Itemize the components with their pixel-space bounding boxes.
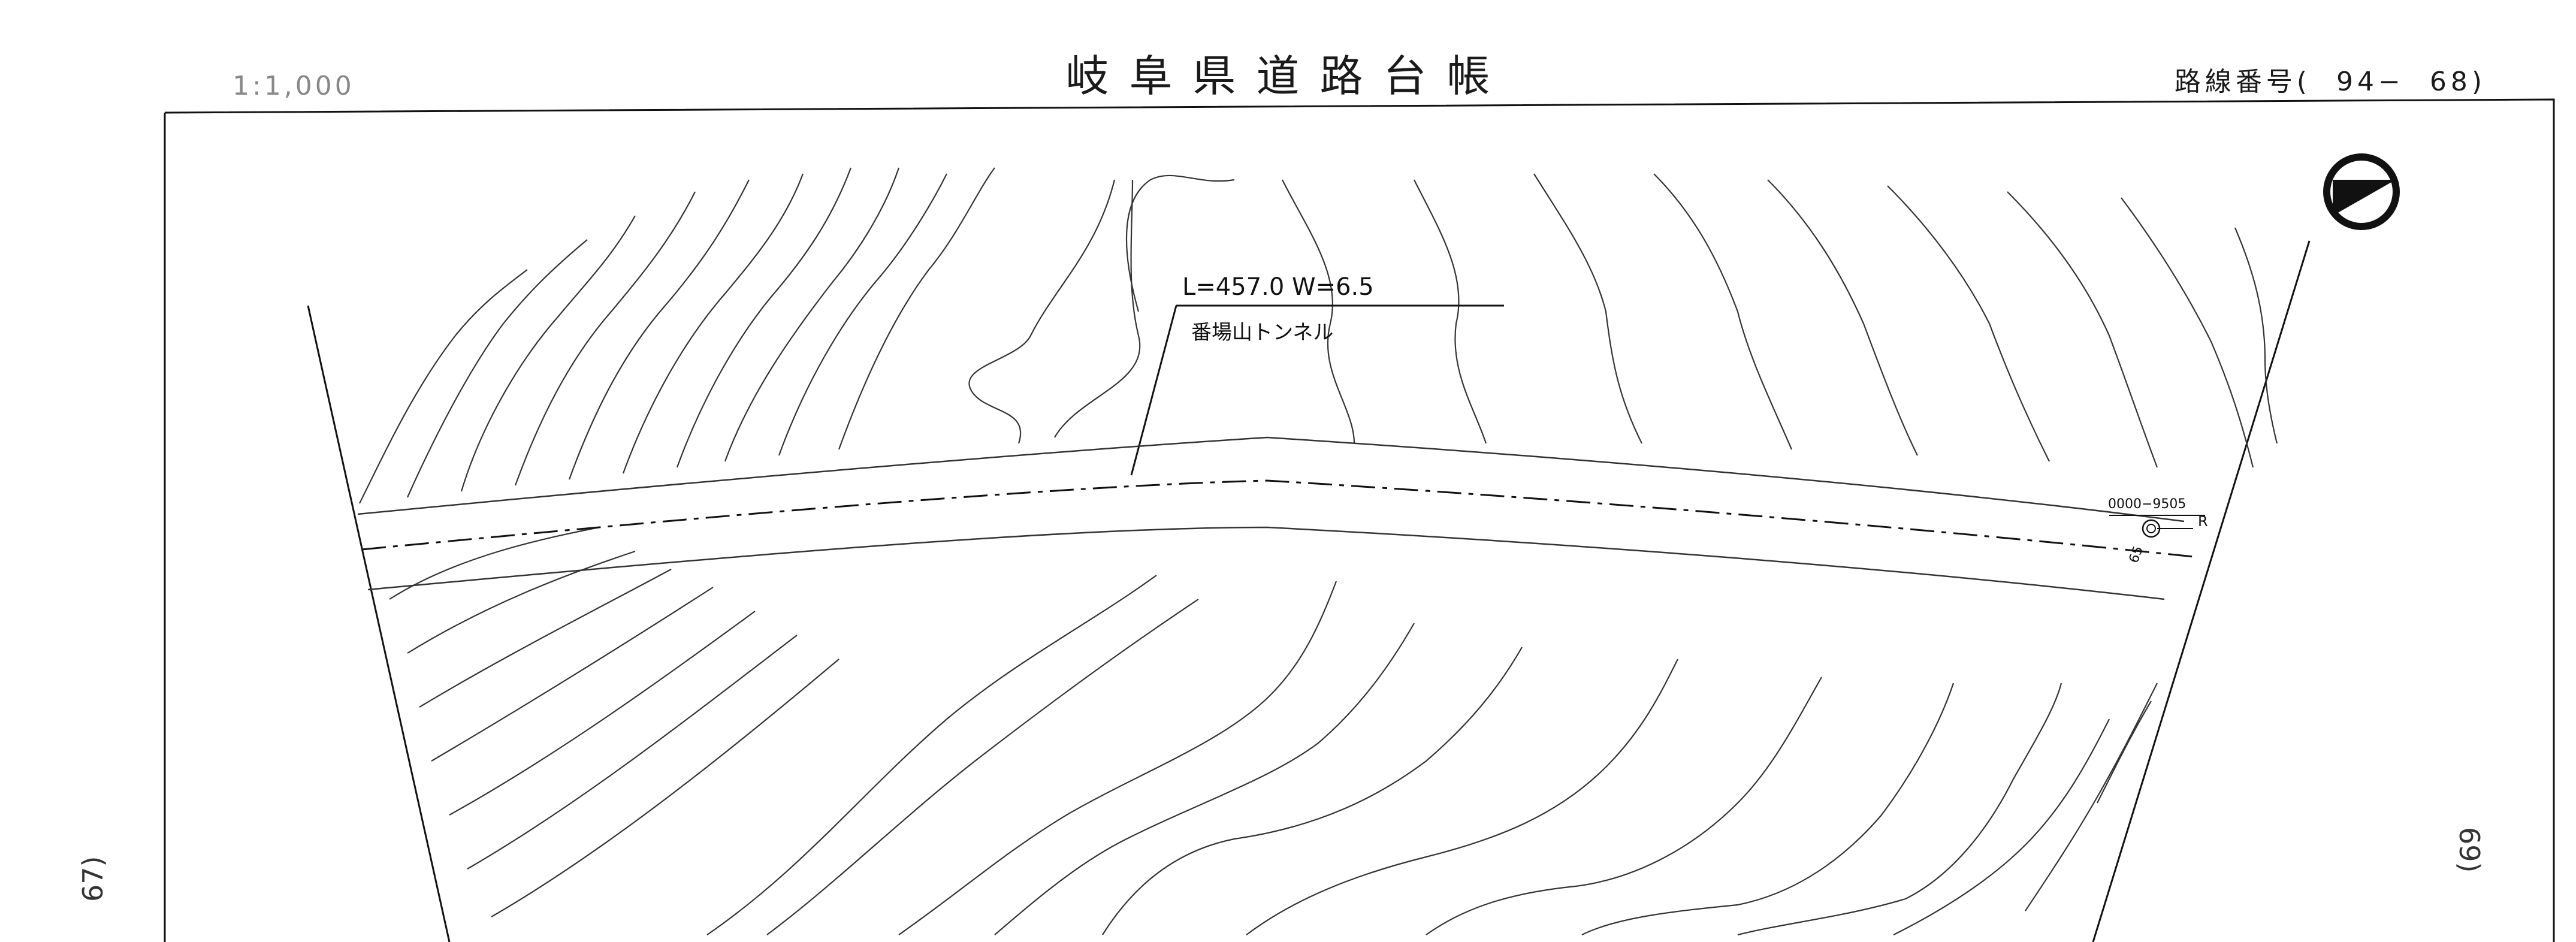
route-number: 路線番号( 94− 68)	[2174, 67, 2486, 97]
road-edge-north	[357, 436, 2185, 523]
marker-r: R	[2198, 513, 2208, 530]
benchmark-marker	[2109, 515, 2205, 538]
sheet-boundary-right	[2092, 240, 2311, 942]
road-edge-south	[367, 526, 2165, 600]
adjacent-sheet-left: 67)	[77, 856, 109, 902]
marker-65: 65	[2127, 544, 2146, 565]
tunnel-name: 番場山トンネル	[1191, 321, 1333, 345]
map-frame	[164, 98, 2555, 942]
contour-lines	[359, 167, 2278, 936]
scale-label: 1:1,000	[232, 71, 355, 101]
road-centerline	[361, 479, 2200, 558]
north-arrow-icon	[2323, 153, 2400, 230]
adjacent-sheet-right: 69)	[2453, 827, 2486, 873]
tunnel-dimensions: L=457.0 W=6.5	[1182, 273, 1374, 301]
sheet-title: 岐阜県道路台帳	[1065, 51, 1511, 101]
sheet-boundary-left	[307, 305, 451, 942]
benchmark-id: 0000−9505	[2108, 497, 2186, 512]
